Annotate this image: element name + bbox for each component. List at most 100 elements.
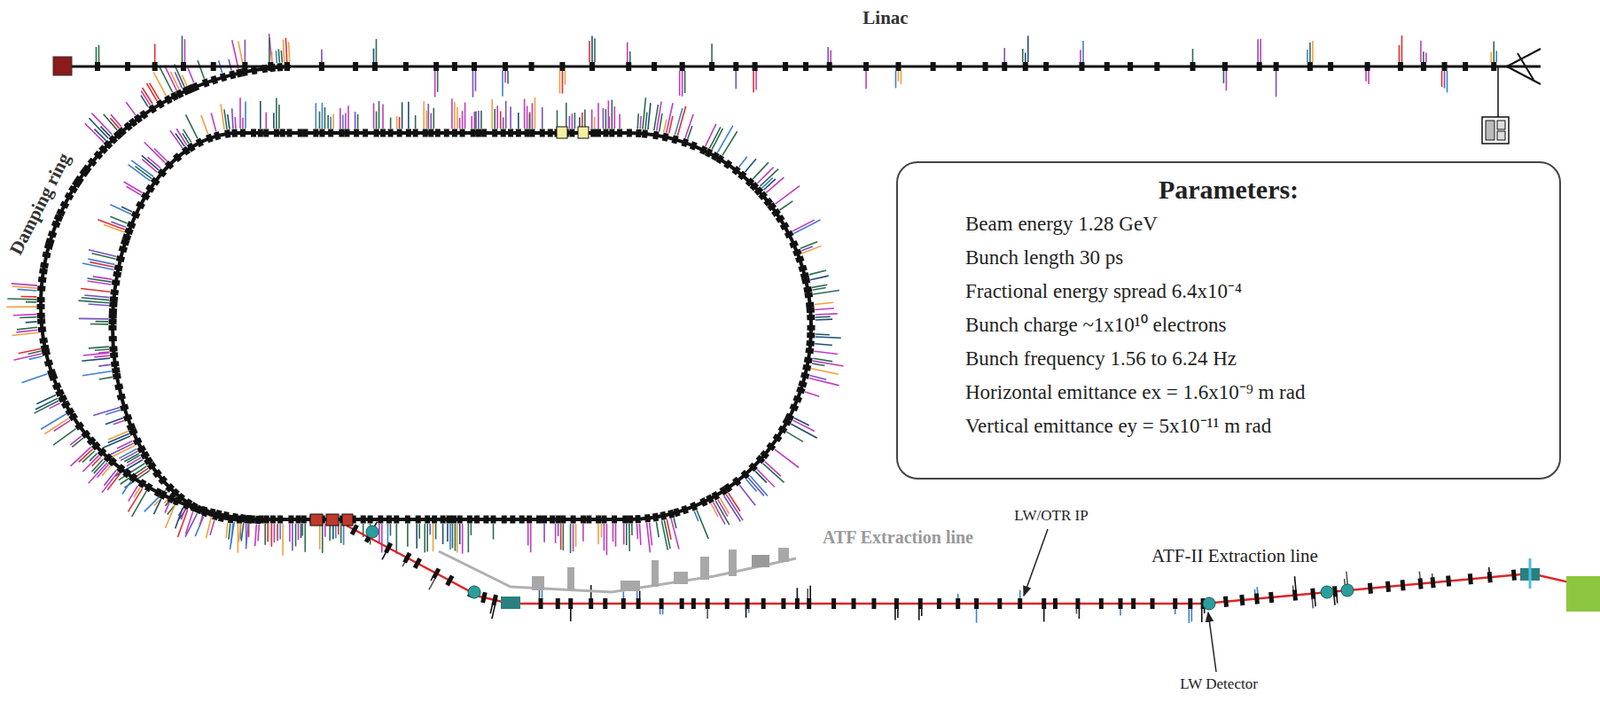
magnet-symbol: [402, 552, 412, 564]
magnet-symbol: [431, 567, 441, 579]
element-tag: [244, 101, 247, 129]
element-tag: [600, 523, 603, 538]
magnet-symbol: [273, 129, 280, 138]
element-tag: [197, 60, 204, 79]
magnet-symbol: [386, 515, 392, 524]
element-tag: [1306, 49, 1309, 63]
magnet-symbol: [109, 288, 119, 296]
element-tag: [1275, 70, 1278, 97]
magnet-symbol: [109, 351, 119, 359]
element-tag: [34, 400, 60, 414]
element-tag: [375, 111, 378, 129]
element-tag: [623, 523, 625, 545]
magnet-symbol: [500, 129, 507, 138]
element-tag: [220, 103, 225, 130]
teal-element: [1341, 584, 1354, 597]
element-tag: [375, 39, 378, 63]
magnet-symbol: [680, 138, 689, 148]
magnet-symbol: [51, 220, 62, 229]
magnet-symbol: [483, 515, 489, 524]
element-tag: [1367, 70, 1370, 85]
element-tag: [164, 502, 170, 513]
element-tag: [611, 100, 614, 129]
element-tag: [677, 106, 686, 136]
magnet-symbol: [789, 403, 800, 412]
magnet-symbol: [452, 62, 458, 71]
element-tag: [1003, 47, 1006, 63]
element-tag: [134, 166, 152, 180]
magnet-symbol: [1222, 62, 1228, 71]
parameter-line: Horizontal emittance ex = 1.6x10⁻⁹ m rad: [915, 375, 1542, 410]
element-tag: [631, 523, 633, 536]
magnet-symbol: [54, 213, 64, 222]
magnet-symbol: [634, 515, 641, 523]
magnet-symbol: [616, 129, 623, 138]
element-tag: [827, 46, 829, 63]
element-tag: [809, 270, 827, 275]
magnet-symbol: [109, 301, 118, 308]
magnet-symbol: [38, 276, 47, 283]
element-tag: [339, 108, 342, 129]
element-tag: [446, 523, 449, 542]
element-tag: [381, 523, 383, 554]
magnet-symbol: [338, 129, 344, 138]
magnet-symbol: [1420, 62, 1427, 71]
grey-element: [567, 567, 575, 591]
teal-elements: [366, 525, 1540, 610]
element-tag: [81, 358, 110, 361]
grey-element: [751, 554, 770, 568]
magnet-symbol: [1022, 62, 1029, 71]
element-tag: [315, 102, 318, 129]
magnet-symbol: [641, 129, 648, 139]
magnet-symbol: [158, 490, 167, 500]
element-tag: [496, 105, 499, 129]
magnet-symbol: [296, 515, 302, 524]
element-tag: [472, 70, 475, 98]
element-tag: [185, 511, 193, 534]
magnet-symbol: [509, 515, 516, 524]
magnet-symbol: [190, 502, 199, 512]
magnet-symbol: [108, 457, 118, 468]
element-tag: [811, 288, 826, 291]
element-tag: [434, 70, 437, 97]
element-tag: [451, 98, 453, 129]
detector-box: [1485, 120, 1495, 141]
rf-cavity: [577, 126, 589, 139]
magnet-symbol: [732, 476, 742, 487]
element-tag: [713, 502, 726, 525]
magnet-symbol: [156, 99, 165, 110]
magnet-symbol: [239, 514, 246, 523]
magnet-symbol: [515, 129, 522, 138]
element-tag: [18, 349, 41, 354]
magnet-symbol: [435, 129, 441, 138]
element-tag: [696, 509, 709, 539]
magnet-symbol: [784, 230, 795, 239]
element-tag: [14, 353, 42, 360]
element-tag: [354, 111, 357, 129]
element-tag: [1022, 48, 1024, 63]
element-tag: [1256, 39, 1259, 63]
element-tag: [571, 113, 574, 129]
element-tag: [1492, 41, 1495, 63]
damping-ring-beamline: [112, 132, 812, 520]
parameter-line: Bunch charge ~1x10¹⁰ electrons: [915, 308, 1542, 343]
magnet-symbol: [569, 129, 575, 138]
element-tag: [639, 116, 642, 130]
magnet-symbol: [138, 478, 148, 489]
magnet-symbol: [1043, 62, 1049, 71]
element-tag: [148, 156, 161, 168]
magnet-symbol: [44, 242, 54, 250]
element-tag: [1418, 571, 1421, 580]
magnet-symbol: [1118, 598, 1124, 609]
magnet-symbol: [1307, 62, 1313, 71]
magnet-symbol: [1365, 62, 1371, 71]
magnet-symbol: [228, 70, 236, 79]
magnet-symbol: [476, 129, 482, 138]
magnet-symbol: [796, 386, 805, 395]
element-tag: [1495, 50, 1498, 63]
magnet-symbol: [109, 296, 119, 303]
element-tag: [526, 105, 529, 129]
magnet-symbol: [164, 483, 175, 493]
element-tag: [390, 523, 392, 537]
